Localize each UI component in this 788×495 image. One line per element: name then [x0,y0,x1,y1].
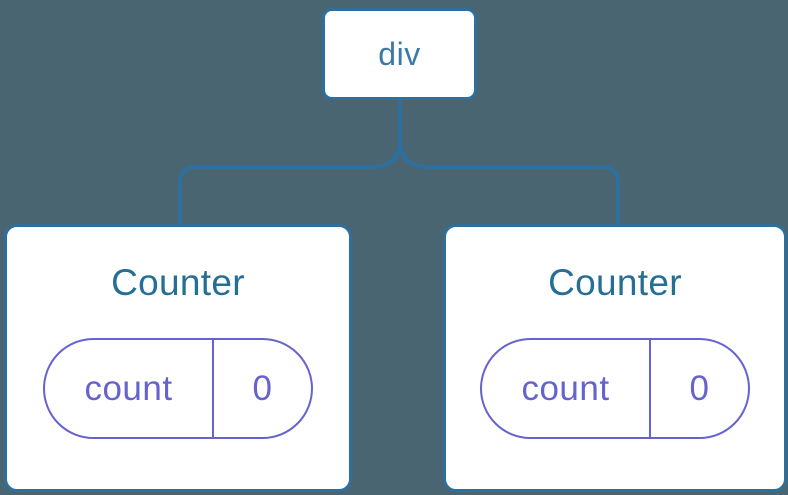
state-pill: count 0 [480,338,750,440]
state-value-label: 0 [252,368,273,408]
state-value-label: 0 [689,368,710,408]
state-value-cell: 0 [212,340,311,438]
connector-right-branch [398,100,620,226]
state-value-cell: 0 [649,340,748,438]
state-key-cell: count [482,340,649,437]
counter-title: Counter [111,262,245,303]
counter-card-right: Counter count 0 [443,224,787,492]
connector-left-branch [178,100,402,226]
state-pill: count 0 [43,338,313,440]
counter-card-left: Counter count 0 [4,224,352,492]
state-key-label: count [84,368,173,408]
root-node-label: div [378,35,421,72]
root-node-div: div [322,8,477,100]
state-key-label: count [521,368,610,408]
state-key-cell: count [45,340,212,437]
counter-title: Counter [548,262,682,303]
